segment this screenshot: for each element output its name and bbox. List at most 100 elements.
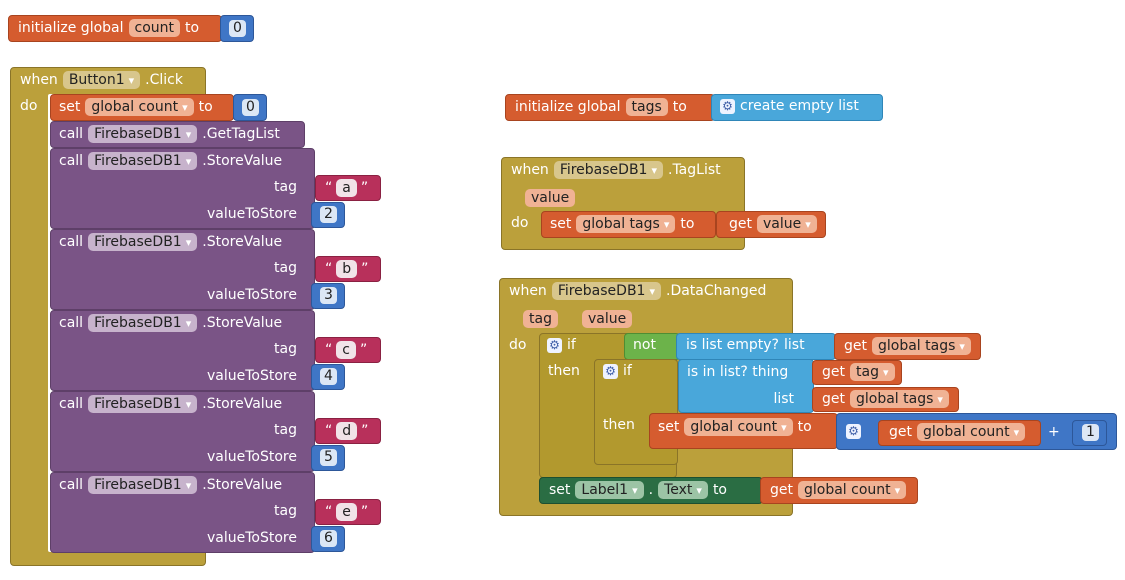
init-global-count-block[interactable] [8,15,222,42]
get-var-dropdown[interactable]: value [757,215,817,233]
get-count-row: get global count [889,423,1026,441]
component-dropdown[interactable]: Button1 [62,71,141,89]
text-value[interactable]: b [336,260,358,278]
component-dropdown[interactable]: FirebaseDB1 [88,152,198,170]
component-dropdown[interactable]: Label1 [575,481,644,499]
number-value[interactable]: 0 [242,99,259,116]
get-label: get [729,216,752,232]
storevalue-row: call FirebaseDB1 .StoreValue [59,233,282,251]
component-dropdown[interactable]: FirebaseDB1 [88,395,198,413]
tag-label: tag [274,260,297,276]
number-value[interactable]: 2 [320,206,337,223]
number-value[interactable]: 0 [229,20,246,37]
create-empty-list-block[interactable] [711,94,883,121]
to-label: to [672,99,687,115]
close-quote-icon: ” [361,261,369,277]
gear-icon[interactable]: ⚙ [846,424,861,439]
value-to-store-label: valueToStore [207,287,297,303]
param-tag[interactable]: tag [523,310,558,328]
is-in-list-block[interactable] [678,359,814,413]
open-quote-icon: “ [325,180,333,196]
set-count-row-2: set global count to [658,418,812,436]
var-dropdown[interactable]: global tags [872,337,971,355]
button-click-header: when Button1 .Click [20,71,183,89]
storevalue-row: call FirebaseDB1 .StoreValue [59,395,282,413]
var-dropdown[interactable]: global count [917,423,1026,441]
set-label: set [59,99,81,115]
list-label: list [784,337,805,353]
component-dropdown[interactable]: FirebaseDB1 [88,233,198,251]
open-quote-icon: “ [325,504,333,520]
storevalue-row: call FirebaseDB1 .StoreValue [59,476,282,494]
set-count-row: set global count to [59,98,213,116]
var-dropdown[interactable]: global tags [576,215,676,233]
component-dropdown[interactable]: FirebaseDB1 [88,314,198,332]
tag-label: tag [274,341,297,357]
set-label: set [550,216,572,232]
component-dropdown[interactable]: FirebaseDB1 [553,161,663,179]
component-dropdown[interactable]: FirebaseDB1 [88,476,198,494]
text-value[interactable]: e [336,503,357,521]
number-value[interactable]: 1 [1082,424,1099,441]
then-label: then [548,363,580,379]
value-to-store-label: valueToStore [207,449,297,465]
datachanged-header: when FirebaseDB1 .DataChanged [509,282,766,300]
var-dropdown[interactable]: global count [798,481,907,499]
get-global-tags-row-2: get global tags [822,390,949,408]
get-label: get [844,338,867,354]
var-name-field[interactable]: tags [625,98,668,116]
if-label: if [623,363,632,379]
taglist-header: when FirebaseDB1 .TagList [511,161,721,179]
gettaglist-row: call FirebaseDB1 .GetTagList [59,125,280,143]
text-value[interactable]: c [336,341,356,359]
component-dropdown[interactable]: FirebaseDB1 [88,125,198,143]
gear-icon[interactable]: ⚙ [720,98,735,114]
value-to-store-label: valueToStore [207,530,297,546]
text-value[interactable]: a [336,179,357,197]
number-value[interactable]: 4 [320,368,337,385]
method-label: .StoreValue [202,153,283,169]
to-label: to [680,216,695,232]
not-label: not [633,337,656,353]
when-label: when [511,162,549,178]
number-value[interactable]: 3 [320,287,337,304]
value-to-store-label: valueToStore [207,206,297,222]
when-label: when [20,72,58,88]
if-row: ⚙ if [547,337,576,353]
var-dropdown[interactable]: global count [684,418,793,436]
to-label: to [198,99,213,115]
call-label: call [59,234,84,250]
create-empty-list-label: create empty list [740,98,859,114]
init-global-count-row: initialize global count to [18,19,199,37]
list-label: list [773,391,794,407]
then-label: then [603,417,635,433]
set-label: set [549,482,571,498]
tag-label: tag [274,179,297,195]
init-label: initialize global [515,99,621,115]
method-label: .StoreValue [202,315,283,331]
close-quote-icon: ” [360,180,369,196]
text-row: “ b ” [325,260,368,278]
text-value[interactable]: d [336,422,358,440]
param-value[interactable]: value [582,310,633,328]
storevalue-row: call FirebaseDB1 .StoreValue [59,152,282,170]
var-dropdown[interactable]: global count [85,98,194,116]
is-list-empty-row: is list empty? list [686,337,805,353]
get-value-row: get value [729,215,817,233]
number-value[interactable]: 6 [320,530,337,547]
tag-label: tag [274,503,297,519]
open-quote-icon: “ [325,342,333,358]
get-tag-row: get tag [822,363,895,381]
var-dropdown[interactable]: tag [850,363,895,381]
var-name-field[interactable]: count [128,19,180,37]
gear-icon[interactable]: ⚙ [547,337,562,353]
component-dropdown[interactable]: FirebaseDB1 [551,282,661,300]
property-dropdown[interactable]: Text [658,481,708,499]
gear-icon[interactable]: ⚙ [603,363,618,379]
param-value[interactable]: value [525,189,576,207]
text-row: “ d ” [325,422,368,440]
close-quote-icon: ” [359,342,368,358]
do-label: do [20,98,38,114]
number-value[interactable]: 5 [320,449,337,466]
var-dropdown[interactable]: global tags [850,390,949,408]
